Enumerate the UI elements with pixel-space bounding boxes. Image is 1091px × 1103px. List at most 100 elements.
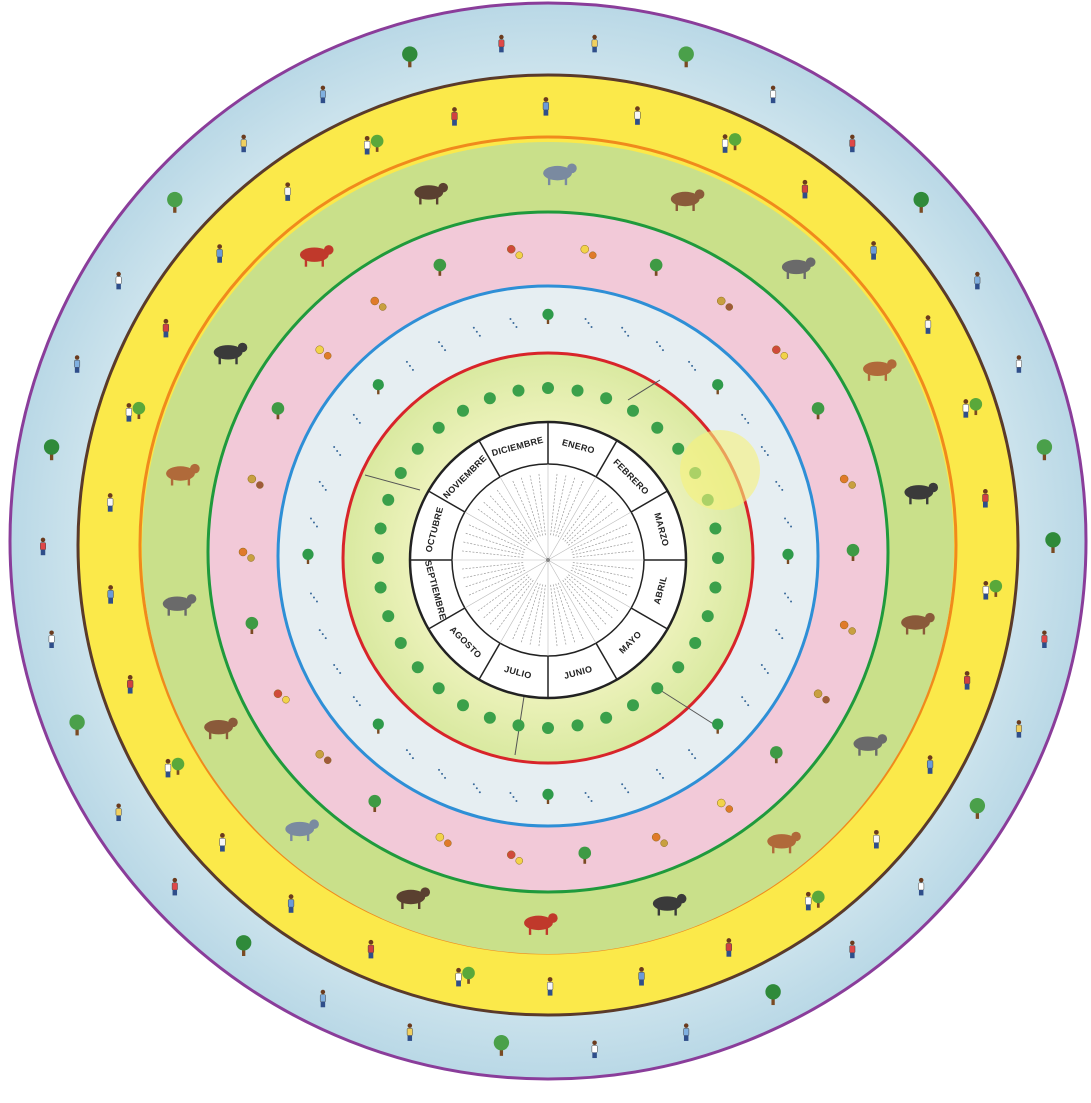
bush [512,719,524,731]
rain-drop [656,341,658,343]
person-body [547,982,553,990]
tree-canopy [970,798,985,813]
rain-drop [767,454,769,456]
person-legs [975,284,980,289]
person-body [770,91,775,98]
person-body [407,1028,412,1035]
tree-canopy [462,967,475,980]
animal-leg [923,627,925,634]
person-legs [321,1002,326,1007]
person-head [369,940,374,945]
person-body [165,764,171,772]
animal-leg [875,749,877,756]
fruit [849,482,856,489]
person-legs [499,47,504,52]
bush [542,382,554,394]
fruit [324,757,331,764]
tree-canopy [782,549,793,560]
rain-drop [473,327,475,329]
rain-drop [512,322,514,324]
tree-canopy [812,891,825,904]
tree-canopy [970,398,983,411]
rain-drop [741,696,743,698]
bush [372,552,384,564]
fruit [444,840,451,847]
animal-leg [235,357,237,364]
rain-drop [316,525,318,527]
person-body [543,102,549,110]
tree-canopy [236,935,251,950]
fruit [274,690,282,698]
person-legs [803,193,808,199]
bush [672,661,684,673]
person-legs [1017,367,1022,372]
bush [709,582,721,594]
rain-drop [438,769,440,771]
person-body [722,139,728,147]
animal-leg [401,902,403,909]
animal-leg [692,204,694,211]
person-head [1017,720,1022,725]
person-body [456,973,462,981]
person-legs [321,98,326,103]
animal-leg [188,478,190,485]
animal-leg [885,374,887,381]
person-body [368,945,374,953]
rain-drop [322,633,324,635]
person-legs [771,98,776,103]
person-body [592,40,597,47]
person-legs [166,772,171,778]
person-body [49,635,54,642]
person-legs [639,980,644,986]
person-body [1042,635,1047,642]
person-head [285,182,290,187]
animal-leg [868,374,870,381]
person-legs [1042,643,1047,648]
animal-leg [168,608,170,615]
bush [572,719,584,731]
rain-drop [761,446,763,448]
animal-leg [858,749,860,756]
person-legs [217,257,222,263]
person-legs [874,843,879,849]
animal-leg [436,197,438,204]
animal-head [438,183,448,193]
rain-drop [319,629,321,631]
person-head [116,272,121,277]
person-legs [592,47,597,52]
person-legs [49,643,54,648]
fruit [772,346,780,354]
fruit [652,833,660,841]
person-legs [108,598,113,604]
animal-leg [789,846,791,853]
tree-canopy [373,719,384,730]
rain-drop [438,341,440,343]
person-legs [41,550,46,555]
animal-head [791,832,801,842]
tree-canopy [712,719,723,730]
rain-drop [333,664,335,666]
fruit [379,303,386,310]
person-head [321,86,326,91]
rain-drop [479,791,481,793]
person-head [1042,630,1047,635]
rain-drop [591,326,593,328]
person-legs [116,284,121,289]
bush [712,552,724,564]
rain-drop [356,700,358,702]
rain-drop [775,629,777,631]
person-legs [965,684,970,690]
animal-head [190,464,200,474]
animal-leg [674,908,676,915]
rain-drop [322,485,324,487]
person-legs [241,147,246,152]
rain-drop [694,369,696,371]
rain-drop [412,757,414,759]
person-body [116,277,121,284]
person-body [320,91,325,98]
bush [689,637,701,649]
person-legs [919,890,924,895]
rain-drop [356,418,358,420]
person-body [74,360,79,367]
